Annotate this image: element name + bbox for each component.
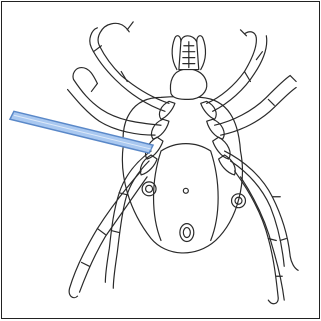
capitulum-base — [170, 69, 206, 99]
leg-right-1 — [207, 30, 257, 104]
leg-left-1 — [98, 22, 169, 103]
tick-diagram — [2, 2, 319, 318]
leg-right-4-inner — [240, 177, 284, 300]
tick-body — [122, 97, 242, 253]
leg-right-1-outer — [213, 36, 267, 112]
